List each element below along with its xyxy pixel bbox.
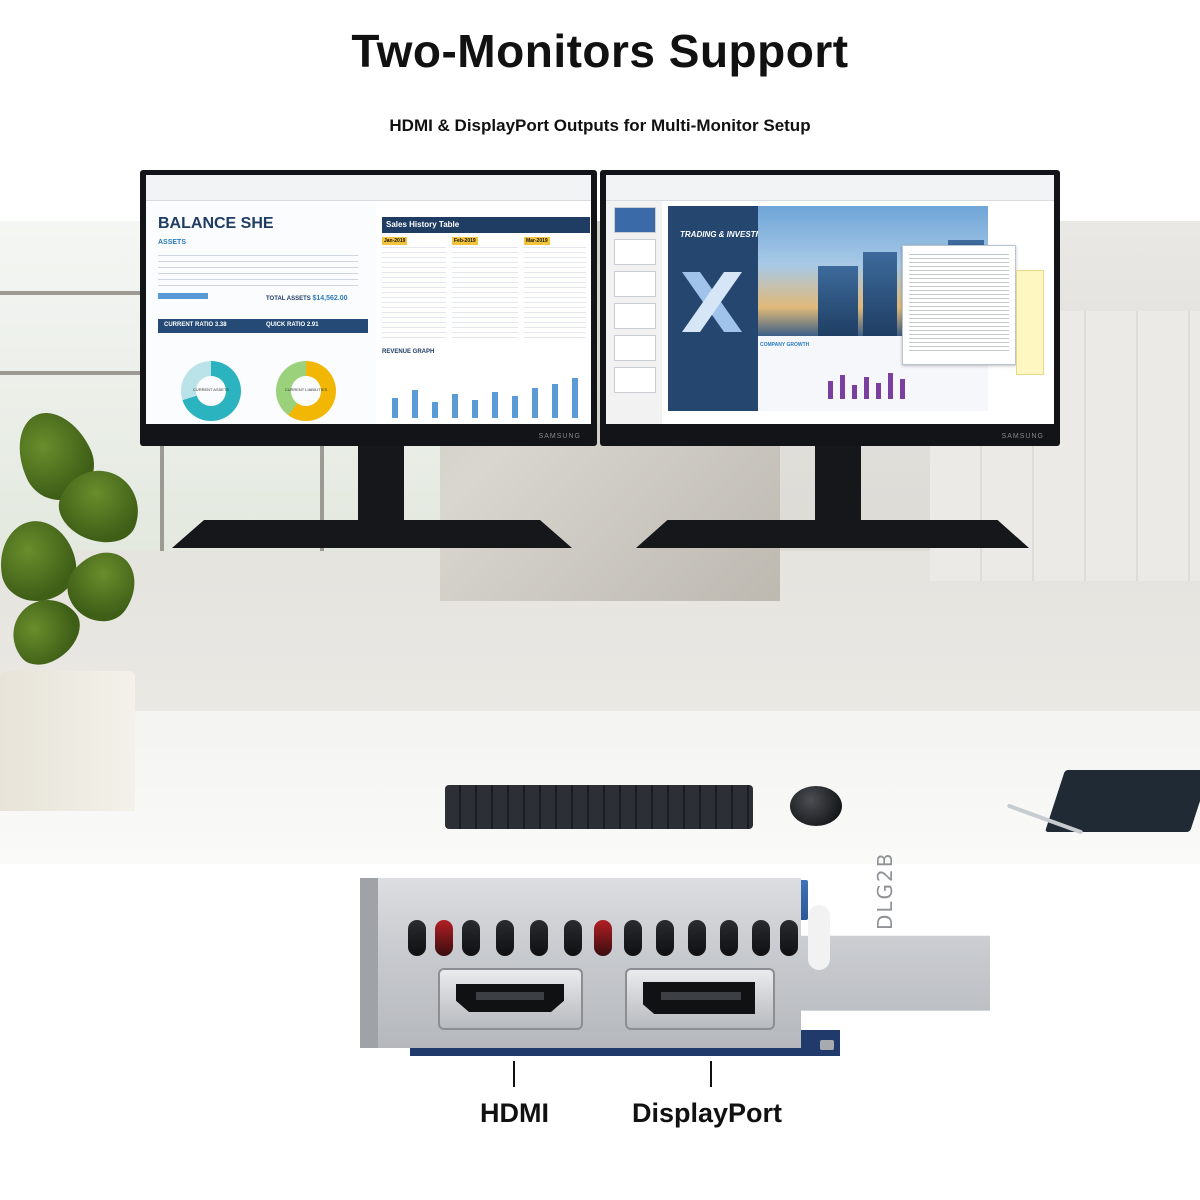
- bracket-engraving: DLG2B: [873, 851, 897, 931]
- page-title: Two-Monitors Support: [351, 25, 849, 77]
- slide-thumbnails: [606, 201, 662, 424]
- ratio-bar: [158, 319, 368, 333]
- bracket-vent: [594, 920, 612, 956]
- bracket-vent: [624, 920, 642, 956]
- current-assets-label: CURRENT ASSETS: [192, 387, 230, 392]
- current-ratio-label: CURRENT RATIO: [164, 322, 214, 328]
- bracket-vent: [530, 920, 548, 956]
- mouse: [790, 786, 842, 826]
- bracket-vent: [656, 920, 674, 956]
- bracket-vent: [688, 920, 706, 956]
- quick-ratio-value: 2.91: [306, 322, 319, 328]
- sales-grid: [452, 247, 518, 342]
- tab-jan: Jan-2019: [382, 237, 408, 245]
- hdmi-label: HDMI: [480, 1098, 549, 1128]
- displayport-port: [625, 968, 775, 1030]
- left-monitor-base: [172, 520, 572, 548]
- quick-ratio: QUICK RATIO 2.91: [266, 322, 319, 328]
- x-graphic: [682, 272, 742, 332]
- total-assets-value: $14,562.00: [312, 295, 348, 302]
- tab-feb: Feb-2019: [452, 237, 478, 245]
- sales-grid: [524, 247, 586, 342]
- right-monitor: TRADING & INVESTMENT COMPANY GROWTH: [600, 170, 1060, 446]
- total-assets: TOTAL ASSETS $14,562.00: [266, 295, 348, 302]
- bracket-vent: [780, 920, 798, 956]
- bracket-vent: [752, 920, 770, 956]
- presentation-toolbar: [606, 175, 1054, 201]
- bracket-vent: [408, 920, 426, 956]
- right-monitor-screen: TRADING & INVESTMENT COMPANY GROWTH: [606, 175, 1054, 424]
- left-monitor-neck: [358, 446, 404, 526]
- company-growth-label: COMPANY GROWTH: [760, 342, 810, 348]
- bracket-vent: [496, 920, 514, 956]
- plant-pot: [0, 671, 135, 811]
- left-monitor: BALANCE SHE ASSETS TOTAL ASSETS $14,562.…: [140, 170, 597, 446]
- sales-history-title: Sales History Table: [382, 217, 590, 233]
- spreadsheet-toolbar: [146, 175, 591, 201]
- left-monitor-screen: BALANCE SHE ASSETS TOTAL ASSETS $14,562.…: [146, 175, 591, 424]
- sticky-note: [1016, 270, 1044, 375]
- current-liabilities-label: CURRENT LIABILITIES: [284, 387, 328, 392]
- notebook: [1044, 770, 1200, 832]
- keyboard: [445, 785, 753, 829]
- current-ratio-value: 3.38: [214, 322, 227, 328]
- total-assets-label: TOTAL ASSETS: [266, 296, 311, 302]
- current-ratio: CURRENT RATIO 3.38: [164, 322, 227, 328]
- slide-title: TRADING & INVESTMENT: [680, 230, 779, 239]
- tab-mar: Mar-2019: [524, 237, 550, 245]
- hdmi-pointer-line: [513, 1061, 515, 1087]
- text-document-window: [902, 245, 1016, 365]
- bracket-screw: [820, 1040, 834, 1050]
- right-monitor-base: [636, 520, 1029, 548]
- assets-label: ASSETS: [158, 239, 187, 246]
- page-subtitle: HDMI & DisplayPort Outputs for Multi-Mon…: [389, 116, 811, 135]
- revenue-graph-title: REVENUE GRAPH: [382, 349, 435, 355]
- sales-history-pane: Sales History Table Jan-2019 Feb-2019 Ma…: [378, 201, 591, 424]
- bracket-edge: [360, 878, 378, 1048]
- quick-ratio-label: QUICK RATIO: [266, 322, 306, 328]
- bracket-vent: [564, 920, 582, 956]
- bracket-vent: [720, 920, 738, 956]
- right-monitor-neck: [815, 446, 861, 526]
- monitor-brand: SAMSUNG: [1001, 433, 1044, 440]
- monitor-brand: SAMSUNG: [538, 433, 581, 440]
- displayport-label: DisplayPort: [632, 1098, 783, 1128]
- balance-sheet-pane: BALANCE SHE ASSETS TOTAL ASSETS $14,562.…: [146, 201, 376, 424]
- bracket-vent: [462, 920, 480, 956]
- hdmi-port: [438, 968, 583, 1030]
- bracket-slot: [808, 905, 830, 970]
- bracket-vent: [435, 920, 453, 956]
- displayport-pointer-line: [710, 1061, 712, 1087]
- sales-grid: [382, 247, 446, 342]
- balance-sheet-title: BALANCE SHE: [158, 215, 274, 232]
